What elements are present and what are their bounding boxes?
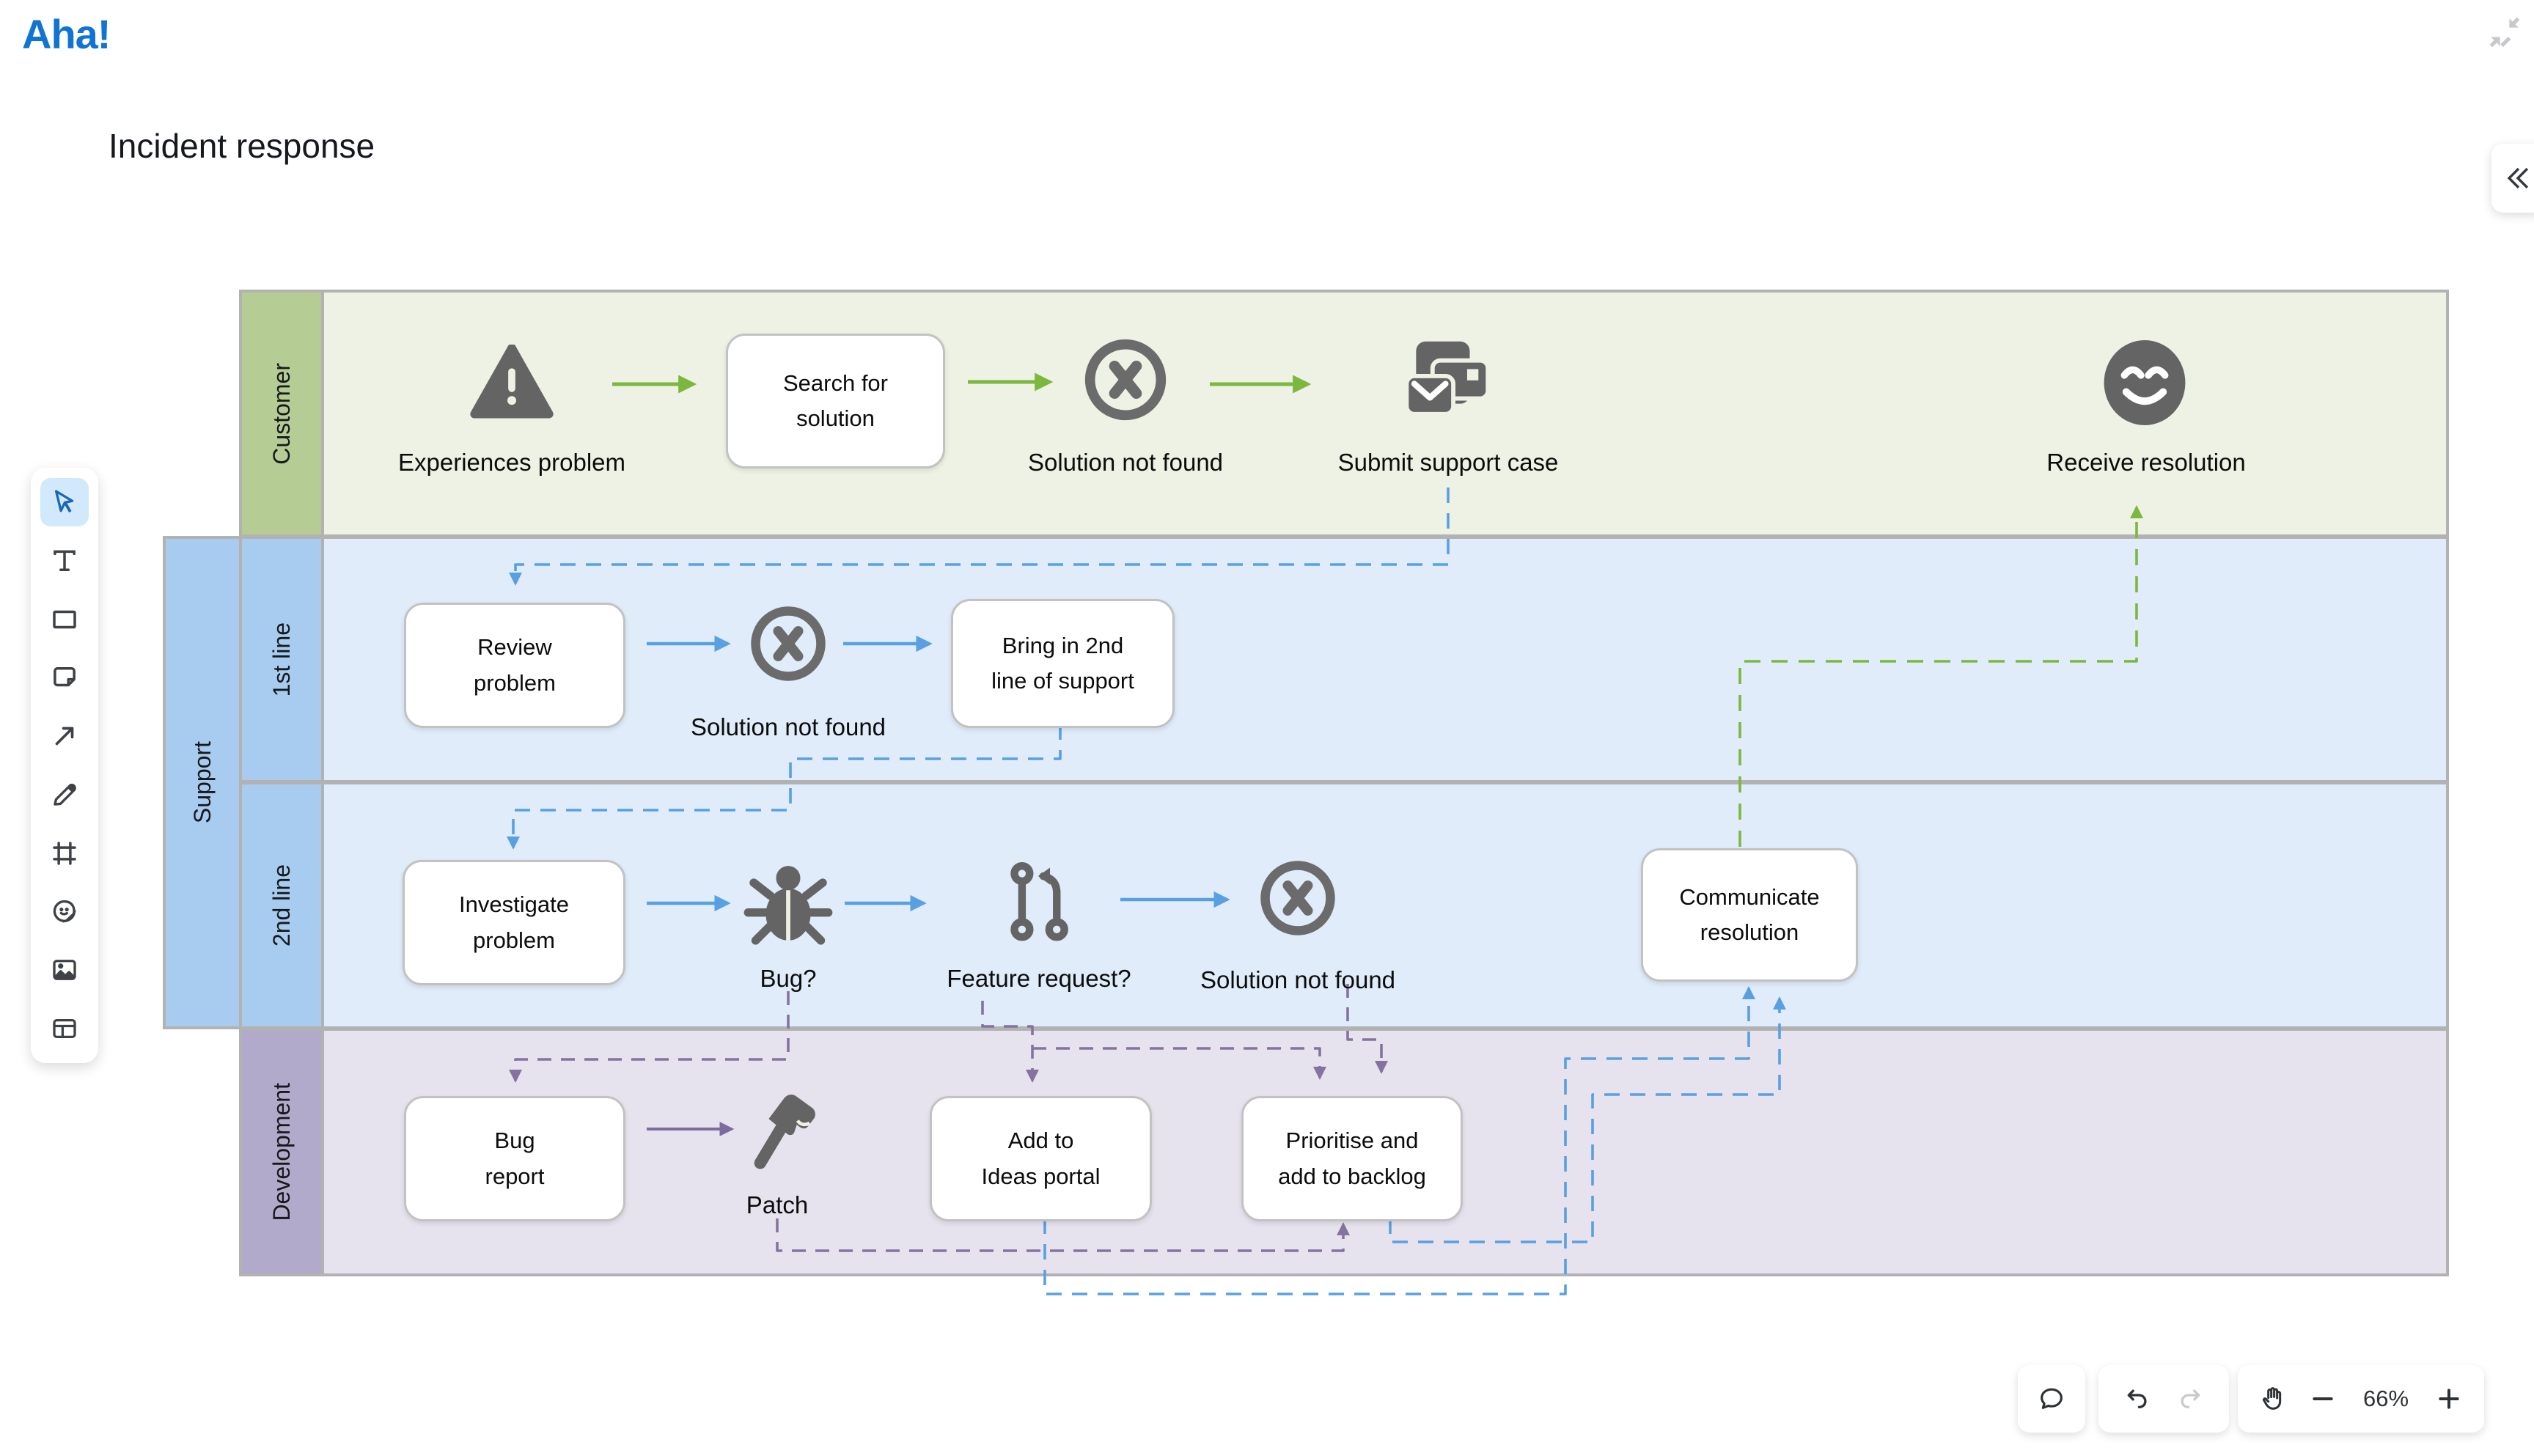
tool-select-button[interactable] xyxy=(40,478,89,526)
step-label: Solution not found xyxy=(690,713,886,740)
node-prioritise-backlog[interactable]: Prioritise and add to backlog xyxy=(1241,1096,1463,1221)
zoom-out-button[interactable] xyxy=(2308,1384,2337,1413)
table-icon xyxy=(53,1018,76,1038)
node-add-to-ideas-portal[interactable]: Add to Ideas portal xyxy=(930,1096,1152,1221)
compress-arrows-icon[interactable] xyxy=(2487,15,2522,50)
history-panel xyxy=(2098,1365,2229,1433)
zoom-in-button[interactable] xyxy=(2434,1384,2464,1413)
frame-icon xyxy=(53,841,76,865)
board-title[interactable]: Incident response xyxy=(109,127,375,165)
tool-shape-button[interactable] xyxy=(40,595,89,644)
pull-request-icon[interactable] xyxy=(1001,860,1077,946)
lane-second-line-header[interactable]: 2nd line xyxy=(242,784,324,1026)
redo-icon xyxy=(2181,1389,2200,1408)
node-review-problem[interactable]: Review problem xyxy=(404,603,625,728)
lane-support-header[interactable]: Support xyxy=(163,536,242,1029)
undo-icon xyxy=(2127,1389,2147,1408)
pencil-icon xyxy=(54,783,76,806)
node-investigate-problem[interactable]: Investigate problem xyxy=(403,860,625,985)
node-bug-report[interactable]: Bug report xyxy=(404,1096,625,1221)
comment-panel xyxy=(2018,1365,2085,1433)
node-bring-in-2nd-line[interactable]: Bring in 2nd line of support xyxy=(951,599,1175,728)
tool-sticky-note-button[interactable] xyxy=(40,653,89,702)
warning-triangle-icon[interactable] xyxy=(469,345,555,421)
undo-button[interactable] xyxy=(2123,1384,2152,1413)
lane-development-header[interactable]: Development xyxy=(242,1031,324,1273)
tool-image-button[interactable] xyxy=(40,946,89,994)
x-circle-icon[interactable] xyxy=(1080,334,1171,425)
tool-text-button[interactable] xyxy=(40,537,89,585)
step-label: Patch xyxy=(746,1191,809,1218)
redo-button[interactable] xyxy=(2175,1384,2205,1413)
x-circle-icon[interactable] xyxy=(746,602,830,685)
lane-first-line-header[interactable]: 1st line xyxy=(242,539,324,780)
hand-icon xyxy=(2262,1387,2282,1410)
step-label: Experiences problem xyxy=(398,449,625,476)
step-label: Feature request? xyxy=(947,965,1131,992)
collapse-panel-button[interactable] xyxy=(2491,144,2534,213)
minus-icon xyxy=(2313,1397,2333,1400)
smiley-face-icon[interactable] xyxy=(2098,337,2191,429)
node-search-for-solution[interactable]: Search for solution xyxy=(726,334,945,468)
aha-logo[interactable]: Aha! xyxy=(22,11,111,57)
bug-icon[interactable] xyxy=(741,858,835,948)
zoom-level[interactable]: 66% xyxy=(2362,1386,2409,1411)
rectangle-icon xyxy=(53,610,76,628)
pan-tool-button[interactable] xyxy=(2258,1384,2288,1413)
text-icon xyxy=(54,550,76,571)
x-circle-icon[interactable] xyxy=(1256,856,1340,940)
tool-table-button[interactable] xyxy=(40,1004,89,1053)
tool-connector-button[interactable] xyxy=(40,712,89,760)
hammer-icon[interactable] xyxy=(735,1087,820,1172)
step-label: Solution not found xyxy=(1027,449,1224,476)
lane-second-line-label: 2nd line xyxy=(268,864,295,947)
speech-bubble-icon xyxy=(2041,1388,2063,1409)
tool-sidebar xyxy=(31,468,98,1063)
step-label: Solution not found xyxy=(1200,966,1396,993)
tool-frame-button[interactable] xyxy=(40,829,89,878)
arrow-up-right-icon xyxy=(55,727,74,746)
zoom-panel: 66% xyxy=(2238,1365,2484,1433)
cursor-icon xyxy=(54,490,74,513)
image-icon xyxy=(53,960,76,981)
node-communicate-resolution[interactable]: Communicate resolution xyxy=(1641,848,1858,982)
step-label: Receive resolution xyxy=(2046,449,2246,476)
lane-customer-label: Customer xyxy=(268,362,295,465)
lane-first-line-label: 1st line xyxy=(268,622,295,697)
step-label: Submit support case xyxy=(1337,449,1559,476)
step-label: Bug? xyxy=(760,965,817,992)
sticky-note-icon xyxy=(54,667,76,687)
lane-development-label: Development xyxy=(268,1083,295,1221)
tool-sticker-button[interactable] xyxy=(40,887,89,935)
comment-button[interactable] xyxy=(2037,1384,2066,1413)
support-case-icon[interactable] xyxy=(1405,338,1491,424)
double-chevron-left-icon xyxy=(2507,167,2529,189)
sticker-smiley-icon xyxy=(53,900,76,923)
tool-draw-button[interactable] xyxy=(40,771,89,819)
plus-icon xyxy=(2439,1389,2459,1409)
lane-support-label: Support xyxy=(188,741,216,824)
lane-customer-header[interactable]: Customer xyxy=(242,293,324,534)
